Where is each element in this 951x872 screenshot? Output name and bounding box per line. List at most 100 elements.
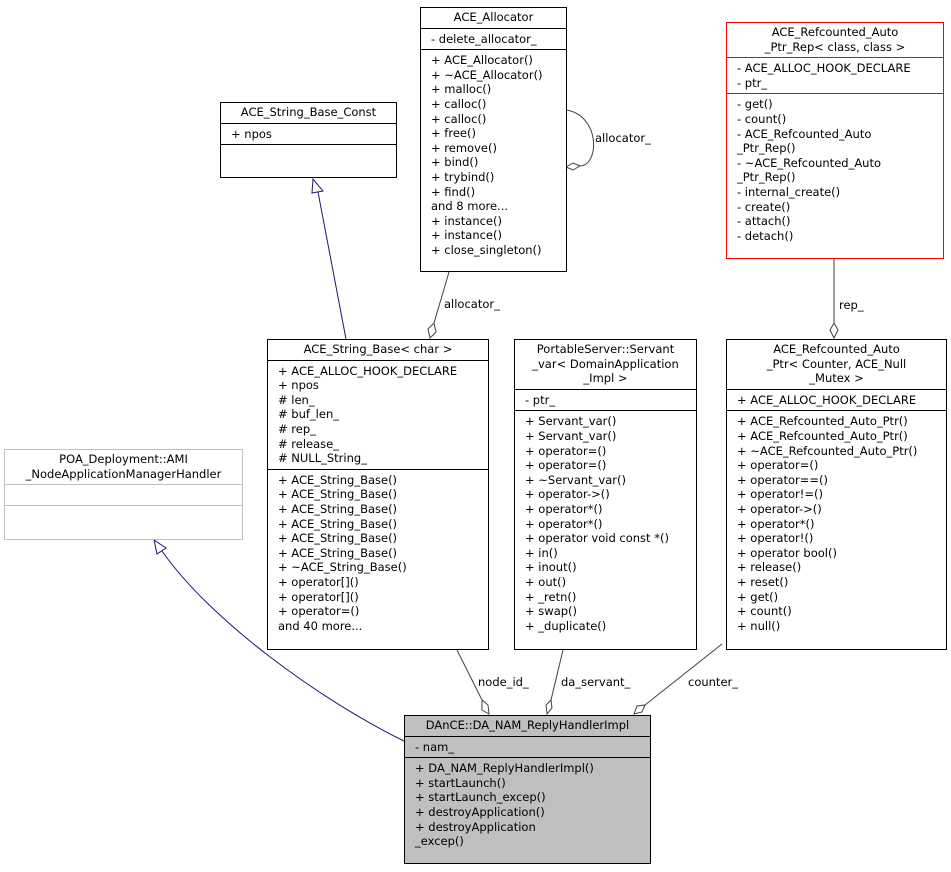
- class-ace-allocator[interactable]: ACE_Allocator - delete_allocator_ + ACE_…: [420, 7, 567, 272]
- class-member: + operator bool(): [737, 545, 837, 560]
- class-member: - attach(): [737, 214, 791, 229]
- class-member: + ACE_ALLOC_HOOK_DECLARE: [737, 392, 917, 407]
- class-member: # len_: [278, 392, 315, 407]
- class-member: + ~ACE_Allocator(): [431, 67, 543, 82]
- composition-diamond-icon: [829, 321, 839, 340]
- composition-edge-allocator-self: [564, 109, 595, 171]
- class-da-nam-reply-handler-impl[interactable]: DAnCE::DA_NAM_ReplyHandlerImpl - nam_ + …: [404, 715, 651, 864]
- composition-edge-node-id: [456, 649, 490, 715]
- class-member: + operator=(): [525, 443, 607, 458]
- class-methods: + ACE_Refcounted_Auto_Ptr()+ ACE_Refcoun…: [727, 410, 946, 636]
- class-member: + operator[](): [278, 574, 359, 589]
- class-member: + npos: [231, 126, 272, 141]
- class-member: + DA_NAM_ReplyHandlerImpl(): [415, 761, 594, 776]
- class-servant-var[interactable]: PortableServer::Servant _var< DomainAppl…: [514, 339, 697, 650]
- class-member: + ACE_String_Base(): [278, 487, 398, 502]
- composition-edge-rep: [829, 258, 839, 340]
- class-member: + in(): [525, 545, 558, 560]
- class-ace-refcounted-auto-ptr[interactable]: ACE_Refcounted_Auto _Ptr< Counter, ACE_N…: [726, 339, 947, 650]
- class-member: + ACE_Refcounted_Auto_Ptr(): [737, 428, 908, 443]
- class-member: + operator void const *(): [525, 531, 669, 546]
- class-attributes: - ptr_: [515, 388, 696, 411]
- class-member: + calloc(): [431, 111, 487, 126]
- class-member: + destroyApplication(): [415, 804, 545, 819]
- class-member: + ACE_String_Base(): [278, 531, 398, 546]
- class-member: - count(): [737, 111, 787, 126]
- class-title: ACE_Allocator: [453, 10, 534, 24]
- class-title: POA_Deployment::AMI _NodeApplicationMana…: [25, 452, 222, 481]
- class-member: + startLaunch_excep(): [415, 790, 546, 805]
- class-member: + operator*(): [737, 516, 815, 531]
- class-member: + ACE_String_Base(): [278, 545, 398, 560]
- class-member: and 40 more...: [278, 618, 363, 633]
- class-member: - internal_create(): [737, 184, 841, 199]
- class-member: + operator!=(): [737, 487, 823, 502]
- class-member: + free(): [431, 126, 476, 141]
- class-methods: + ACE_String_Base()+ ACE_String_Base()+ …: [268, 468, 488, 637]
- class-title: DAnCE::DA_NAM_ReplyHandlerImpl: [425, 718, 630, 732]
- class-member: + operator*(): [525, 516, 603, 531]
- class-attributes: + ACE_ALLOC_HOOK_DECLARE+ npos# len_# bu…: [268, 359, 488, 469]
- class-member: - ACE_Refcounted_Auto: [737, 126, 872, 141]
- class-member: + reset(): [737, 574, 789, 589]
- class-member: _Ptr_Rep(): [737, 170, 796, 185]
- class-member: + remove(): [431, 140, 497, 155]
- class-member: + Servant_var(): [525, 414, 617, 429]
- class-member: + operator=(): [525, 458, 607, 473]
- class-member: + get(): [737, 589, 779, 604]
- class-ace-refcounted-auto-ptr-rep[interactable]: ACE_Refcounted_Auto _Ptr_Rep< class, cla…: [726, 22, 944, 259]
- class-member: - nam_: [415, 739, 455, 754]
- class-member: # rep_: [278, 421, 316, 436]
- class-member: + operator->(): [737, 501, 822, 516]
- class-title: ACE_String_Base_Const: [240, 105, 377, 119]
- class-member: - delete_allocator_: [431, 31, 537, 46]
- class-member: + operator[](): [278, 589, 359, 604]
- class-member: + bind(): [431, 155, 479, 170]
- class-member: + instance(): [431, 213, 502, 228]
- class-attributes: + ACE_ALLOC_HOOK_DECLARE: [727, 388, 946, 411]
- edge-label-node-id: node_id_: [478, 675, 529, 689]
- class-methods: + ACE_Allocator()+ ~ACE_Allocator()+ mal…: [421, 49, 566, 260]
- class-attributes: - delete_allocator_: [421, 27, 566, 50]
- composition-diamond-icon: [564, 162, 582, 171]
- edge-label-allocator: allocator_: [444, 297, 500, 311]
- class-member: + operator!(): [737, 531, 814, 546]
- class-member: + trybind(): [431, 169, 495, 184]
- class-ace-string-base-const[interactable]: ACE_String_Base_Const + npos: [220, 102, 397, 178]
- class-ami-node-application-manager-handler[interactable]: POA_Deployment::AMI _NodeApplicationMana…: [4, 449, 243, 540]
- class-member: + operator->(): [525, 487, 610, 502]
- class-member: - ptr_: [525, 392, 556, 407]
- class-member: + ACE_String_Base(): [278, 501, 398, 516]
- class-member: - detach(): [737, 228, 794, 243]
- composition-diamond-icon: [633, 704, 646, 715]
- class-member: + destroyApplication: [415, 819, 536, 834]
- class-member: # NULL_String_: [278, 451, 367, 466]
- class-member: + operator=(): [737, 458, 819, 473]
- class-attributes: - nam_: [405, 735, 650, 758]
- composition-edge-counter: [633, 643, 723, 715]
- class-member: + ~ACE_Refcounted_Auto_Ptr(): [737, 443, 918, 458]
- class-member: - get(): [737, 97, 773, 112]
- class-methods: [5, 505, 242, 526]
- class-title: ACE_String_Base< char >: [303, 342, 453, 356]
- composition-diamond-icon: [427, 322, 437, 339]
- edge-label-counter: counter_: [688, 675, 738, 689]
- class-member: + count(): [737, 604, 792, 619]
- class-member: + find(): [431, 184, 476, 199]
- composition-diamond-icon: [545, 698, 553, 716]
- inheritance-arrow-icon: [153, 538, 167, 555]
- class-ace-string-base-char[interactable]: ACE_String_Base< char > + ACE_ALLOC_HOOK…: [267, 339, 489, 650]
- class-member: + operator==(): [737, 472, 828, 487]
- class-member: + calloc(): [431, 96, 487, 111]
- class-member: - ptr_: [737, 75, 768, 90]
- class-attributes: [5, 484, 242, 505]
- class-member: + ~Servant_var(): [525, 472, 626, 487]
- class-member: + null(): [737, 618, 781, 633]
- edge-label-allocator-self: allocator_: [595, 131, 651, 145]
- class-member: + ~ACE_String_Base(): [278, 560, 407, 575]
- class-member: # buf_len_: [278, 407, 339, 422]
- class-member: + ACE_Refcounted_Auto_Ptr(): [737, 414, 908, 429]
- class-attributes: + npos: [221, 122, 396, 145]
- class-member: + operator*(): [525, 501, 603, 516]
